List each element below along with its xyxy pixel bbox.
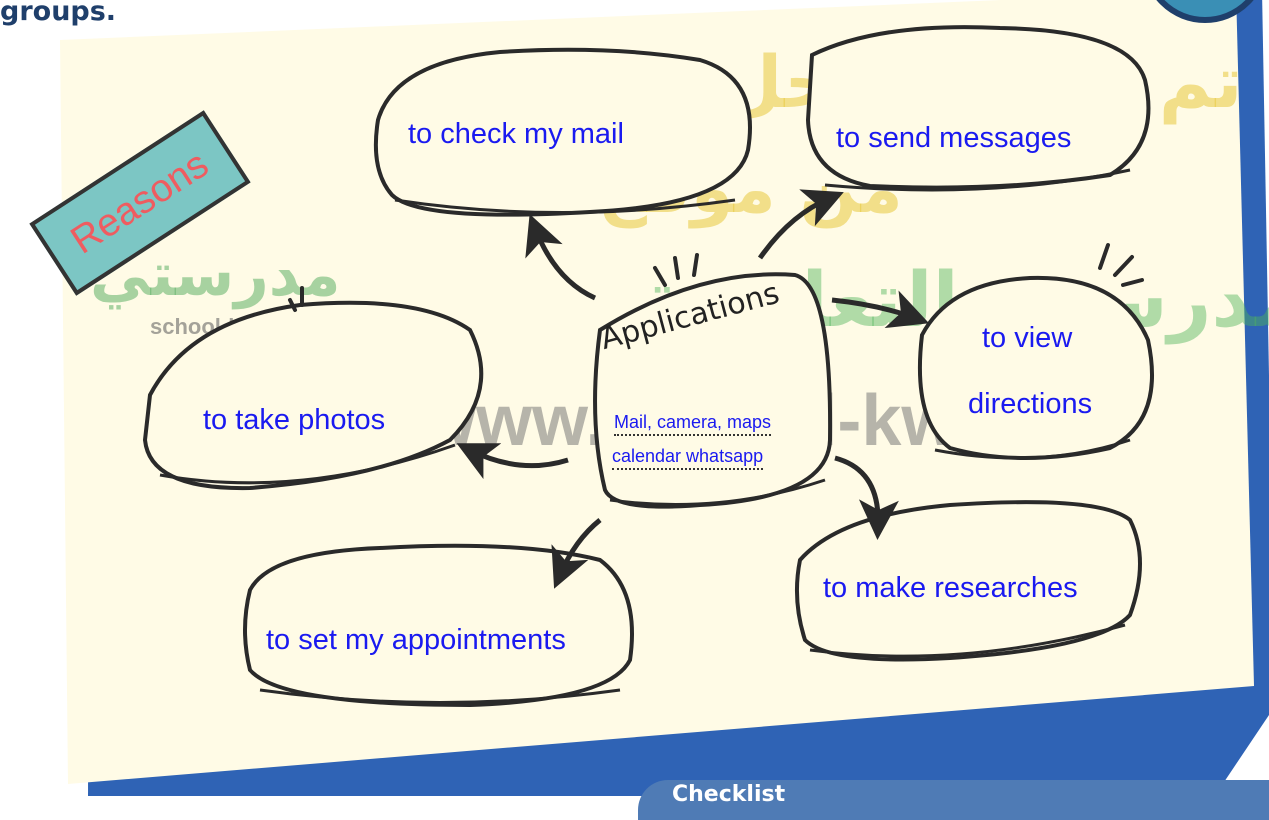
bubble-directions-text-2: directions bbox=[968, 388, 1093, 420]
bubble-directions-text-1: to view bbox=[982, 322, 1073, 354]
bubble-photos-shape bbox=[142, 300, 484, 491]
page-heading: groups. bbox=[0, 0, 117, 27]
bubble-photos-text: to take photos bbox=[203, 404, 386, 436]
center-note-shape bbox=[593, 272, 833, 509]
bubble-appointments-text: to set my appointments bbox=[266, 624, 566, 656]
bubble-mail-text: to check my mail bbox=[408, 118, 624, 150]
mind-map-shapes bbox=[142, 25, 1154, 708]
center-line-1: Mail, camera, maps bbox=[614, 412, 772, 436]
bubble-researches-text: to make researches bbox=[823, 572, 1078, 604]
bubble-messages-text: to send messages bbox=[836, 122, 1072, 154]
bubble-researches-shape bbox=[794, 500, 1142, 662]
bubble-appointments-shape bbox=[243, 543, 634, 708]
center-line-2: calendar whatsapp bbox=[612, 446, 764, 470]
bubble-messages-shape bbox=[805, 25, 1151, 190]
bubble-directions-shape bbox=[918, 275, 1154, 460]
checklist-tab[interactable]: Checklist bbox=[638, 780, 1269, 820]
checklist-label: Checklist bbox=[672, 782, 786, 807]
